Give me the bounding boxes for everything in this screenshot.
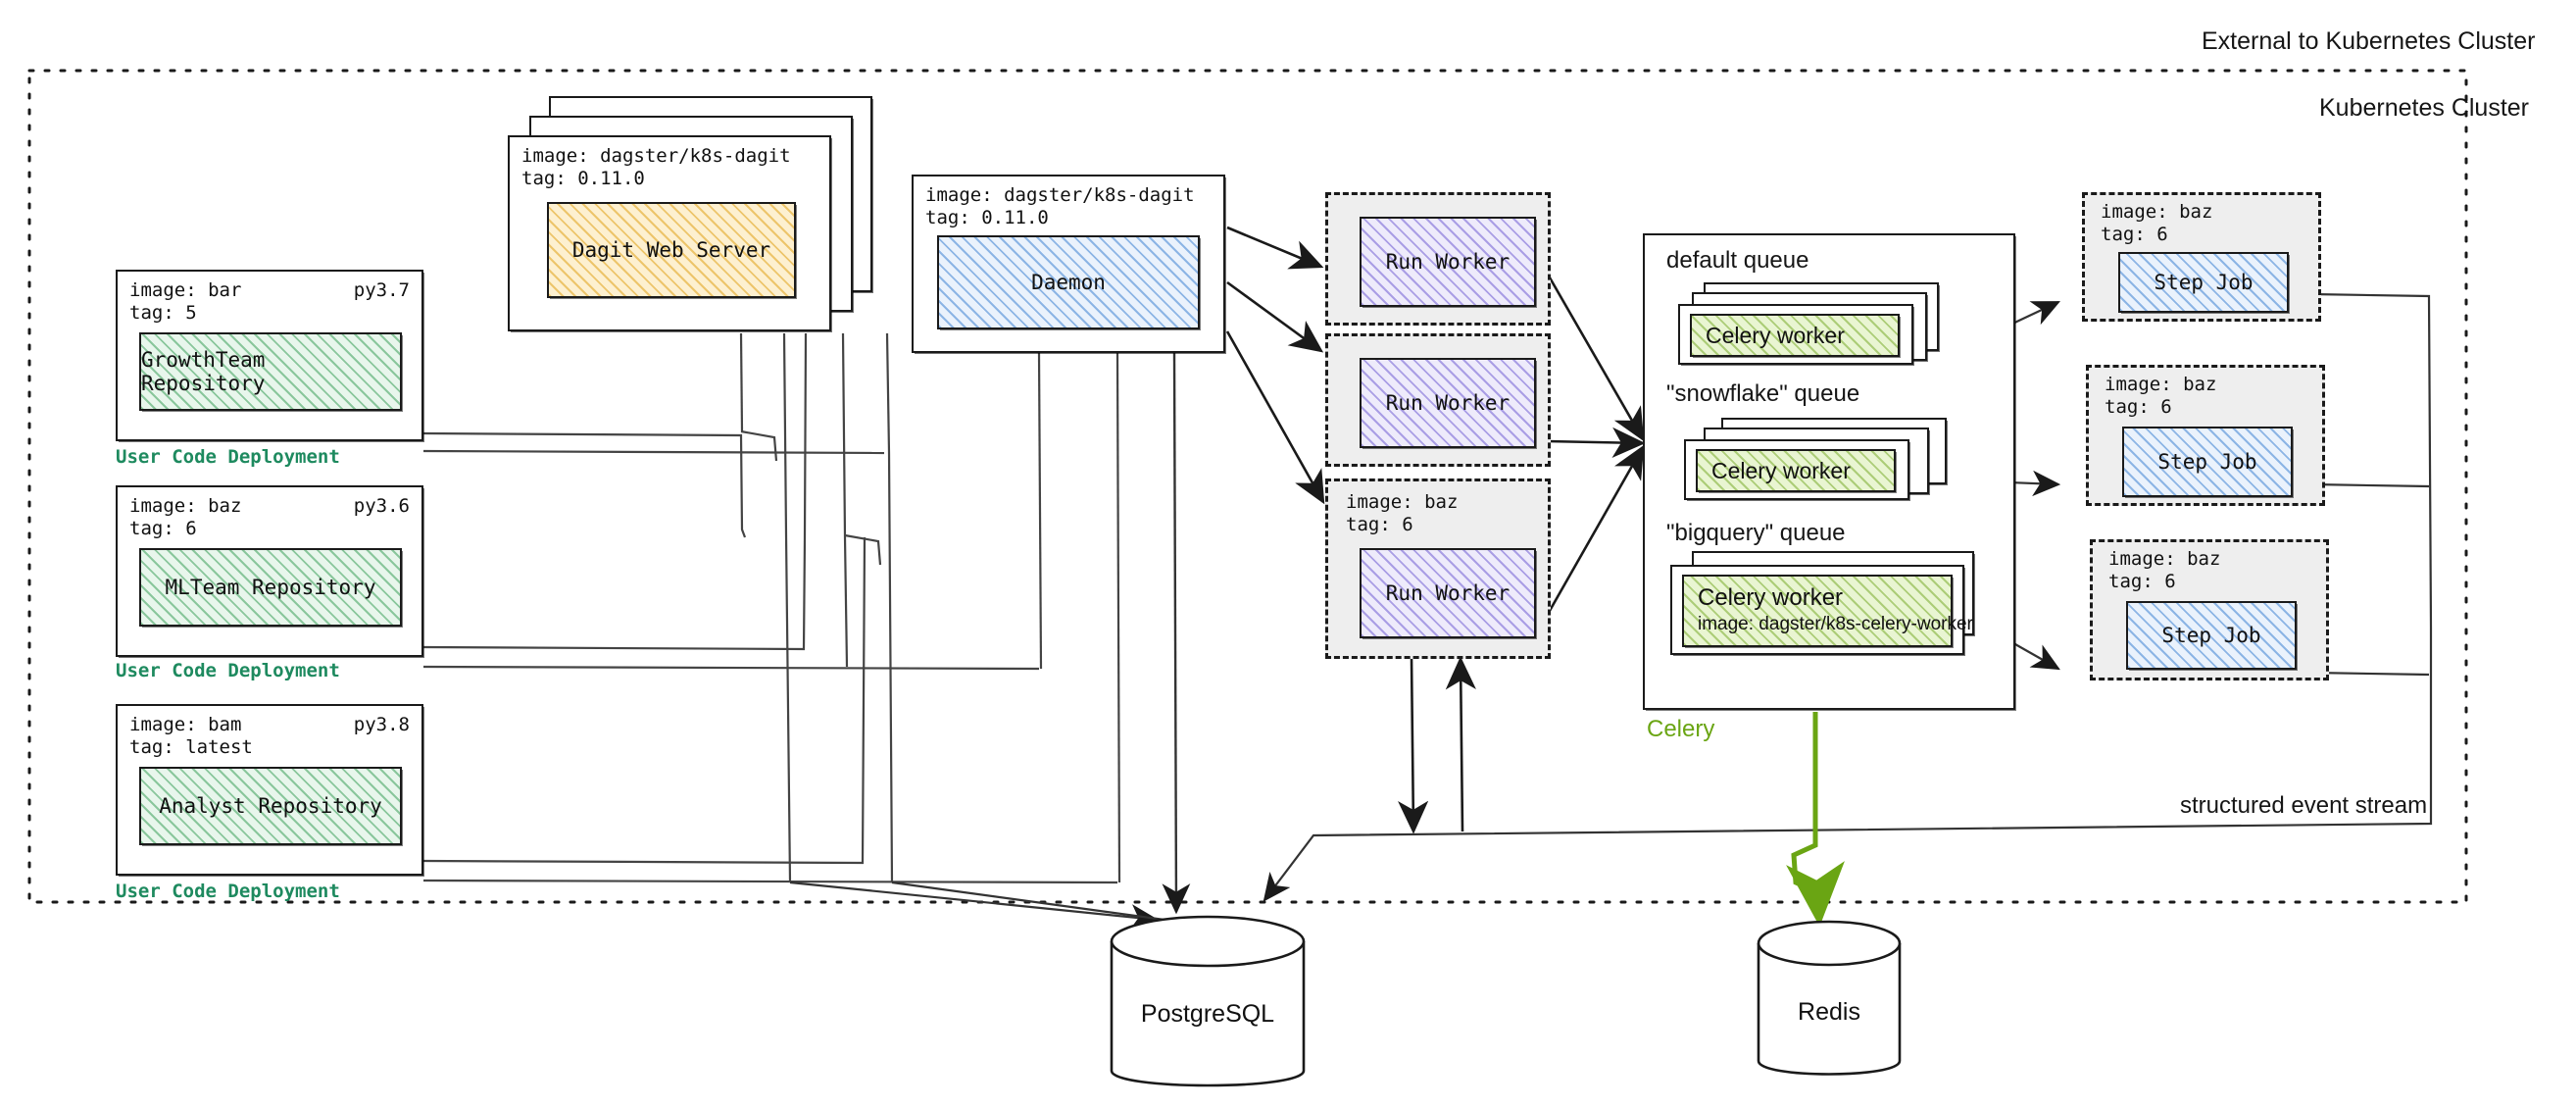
celery-container[interactable]: default queue Celery worker "snowflake" … — [1643, 233, 2015, 710]
redis-cylinder — [1757, 920, 1902, 1076]
run-worker-3-tag: tag: 6 — [1346, 514, 1413, 535]
stepjobs-event-stream-wire — [1263, 292, 2433, 902]
step-job-label-2: Step Job — [2157, 450, 2257, 474]
celery-to-redis-arrow — [1786, 712, 1845, 927]
ucd1-python: py3.7 — [353, 279, 410, 301]
postgresql-cylinder — [1110, 915, 1306, 1087]
step-job-pod-1[interactable]: image: baz tag: 6 Step Job — [2082, 192, 2321, 322]
run-worker-pod-2[interactable]: Run Worker — [1325, 333, 1551, 467]
dagit-to-postgres-wire — [789, 881, 1165, 931]
step-job-pod-3[interactable]: image: baz tag: 6 Step Job — [2090, 539, 2329, 680]
redis-label: Redis — [1798, 998, 1860, 1026]
ucd1-tag: tag: 5 — [129, 302, 197, 324]
run-worker-box-3[interactable]: Run Worker — [1360, 548, 1536, 638]
run-worker-pod-1[interactable]: Run Worker — [1325, 192, 1551, 326]
ucd2-tag: tag: 6 — [129, 518, 197, 539]
daemon-image: image: dagster/k8s-dagit — [925, 184, 1195, 206]
growthteam-repository-label: GrowthTeam Repository — [141, 348, 266, 395]
queue-label-default: default queue — [1666, 247, 1809, 274]
ucd2-python: py3.6 — [353, 495, 410, 517]
run-worker-label-2: Run Worker — [1385, 391, 1511, 415]
step-job-3-image: image: baz — [2108, 548, 2221, 570]
celery-worker-label-bigquery: Celery worker — [1698, 584, 1844, 611]
celery-worker-image-bigquery: image: dagster/k8s-celery-worker — [1698, 614, 1973, 634]
dagit-tag: tag: 0.11.0 — [521, 168, 645, 189]
dagit-web-server-box[interactable]: Dagit Web Server — [547, 202, 796, 298]
step-job-box-3[interactable]: Step Job — [2126, 601, 2297, 670]
run-worker-box-1[interactable]: Run Worker — [1360, 217, 1536, 307]
step-job-1-image: image: baz — [2101, 201, 2213, 223]
daemon-label: Daemon — [1031, 271, 1106, 294]
celery-worker-card-snowflake[interactable]: Celery worker — [1684, 439, 1909, 500]
zone-label-cluster: Kubernetes Cluster — [2319, 94, 2530, 122]
daemon-box[interactable]: Daemon — [937, 235, 1200, 329]
growthteam-repository-box[interactable]: GrowthTeam Repository — [139, 332, 402, 411]
user-code-deployment-2[interactable]: py3.6 image: baz tag: 6 MLTeam Repository — [116, 485, 423, 657]
celery-caption: Celery — [1647, 716, 1715, 742]
run-worker-box-2[interactable]: Run Worker — [1360, 358, 1536, 448]
zone-label-external: External to Kubernetes Cluster — [2202, 27, 2536, 55]
user-code-deployment-1-caption: User Code Deployment — [116, 446, 340, 468]
analyst-repository-box[interactable]: Analyst Repository — [139, 767, 402, 845]
ucd3-image: image: bam — [129, 714, 242, 735]
event-stream-label: structured event stream — [2180, 792, 2428, 819]
daemon-to-postgres-wire — [1162, 352, 1191, 915]
step-job-pod-2[interactable]: image: baz tag: 6 Step Job — [2086, 365, 2325, 506]
dagit-web-server-card[interactable]: image: dagster/k8s-dagit tag: 0.11.0 Dag… — [508, 135, 831, 331]
step-job-3-tag: tag: 6 — [2108, 571, 2176, 592]
step-job-box-2[interactable]: Step Job — [2122, 427, 2293, 497]
run-workers-to-celery-arrows — [1545, 272, 1646, 617]
user-code-deployment-1[interactable]: py3.7 image: bar tag: 5 GrowthTeam Reposi… — [116, 270, 423, 441]
celery-worker-label-snowflake: Celery worker — [1711, 457, 1851, 483]
daemon-tag: tag: 0.11.0 — [925, 207, 1049, 228]
runworker-postgres-bidirectional — [1398, 656, 1476, 834]
mlteam-repository-label: MLTeam Repository — [165, 576, 376, 599]
run-worker-pod-3[interactable]: image: baz tag: 6 Run Worker — [1325, 478, 1551, 659]
postgresql-label: PostgreSQL — [1140, 1000, 1275, 1028]
ucd1-image: image: bar — [129, 279, 242, 301]
run-worker-3-image: image: baz — [1346, 491, 1459, 513]
step-job-label-3: Step Job — [2161, 624, 2261, 647]
celery-worker-card-default[interactable]: Celery worker — [1678, 304, 1913, 365]
step-job-1-tag: tag: 6 — [2101, 224, 2168, 245]
daemon-card[interactable]: image: dagster/k8s-dagit tag: 0.11.0 Dae… — [912, 175, 1225, 353]
mlteam-repository-box[interactable]: MLTeam Repository — [139, 548, 402, 627]
step-job-label-1: Step Job — [2154, 271, 2254, 294]
step-job-2-tag: tag: 6 — [2105, 396, 2172, 418]
user-code-deployment-3[interactable]: py3.8 image: bam tag: latest Analyst Repo… — [116, 704, 423, 876]
queue-label-snowflake: "snowflake" queue — [1666, 380, 1860, 407]
run-worker-label-3: Run Worker — [1385, 581, 1511, 605]
step-job-box-1[interactable]: Step Job — [2118, 252, 2289, 313]
celery-worker-label-default: Celery worker — [1706, 322, 1845, 348]
ucd2-image: image: baz — [129, 495, 242, 517]
step-job-2-image: image: baz — [2105, 374, 2217, 395]
analyst-repository-label: Analyst Repository — [159, 794, 382, 818]
user-code-deployment-2-caption: User Code Deployment — [116, 660, 340, 681]
ucd3-python: py3.8 — [353, 714, 410, 735]
run-worker-label-1: Run Worker — [1385, 250, 1511, 274]
dagit-web-server-label: Dagit Web Server — [571, 238, 771, 262]
dagit-image: image: dagster/k8s-dagit — [521, 145, 791, 167]
celery-worker-card-bigquery[interactable]: Celery worker image: dagster/k8s-celery-… — [1670, 565, 1973, 655]
queue-label-bigquery: "bigquery" queue — [1666, 520, 1846, 546]
usercode-to-dagit-daemon-wires — [422, 332, 1121, 884]
daemon-to-run-workers-arrows — [1225, 226, 1325, 505]
ucd3-tag: tag: latest — [129, 736, 253, 758]
user-code-deployment-3-caption: User Code Deployment — [116, 881, 340, 902]
